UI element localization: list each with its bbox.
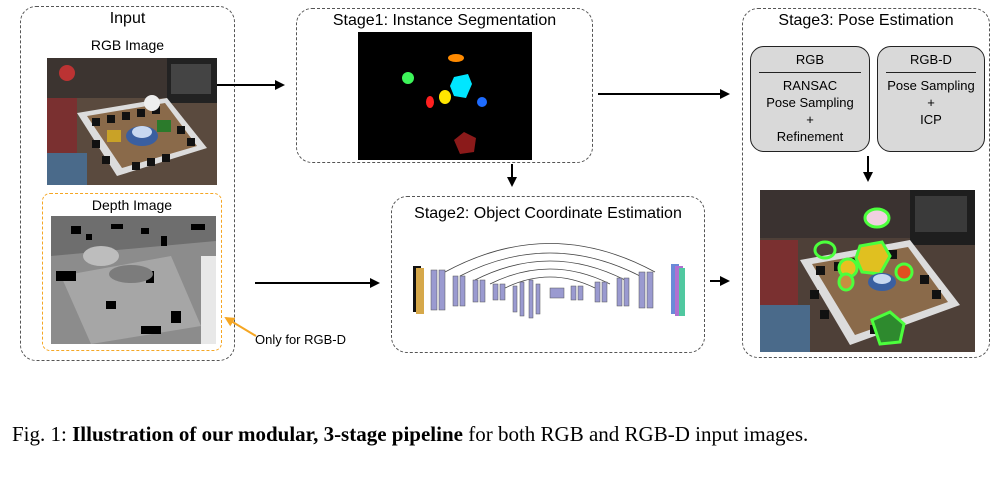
stage1-panel bbox=[296, 8, 593, 163]
rgb-pose-line-3: + bbox=[806, 112, 814, 127]
rgbd-pose-box: RGB-D Pose Sampling + ICP bbox=[877, 46, 985, 152]
segmentation-mask bbox=[358, 32, 532, 160]
figure-caption: Fig. 1: Illustration of our modular, 3-s… bbox=[12, 420, 987, 448]
arrow-note-to-depth bbox=[224, 316, 257, 337]
stage1-title: Stage1: Instance Segmentation bbox=[332, 12, 557, 29]
mask-darkred bbox=[454, 132, 476, 154]
rgb-pose-box: RGB RANSAC Pose Sampling + Refinement bbox=[750, 46, 870, 152]
depth-panel bbox=[42, 193, 222, 351]
rgbd-pose-line-2: + bbox=[927, 95, 935, 110]
rgb-image-label: RGB Image bbox=[90, 37, 165, 53]
stage2-panel bbox=[391, 196, 705, 353]
rgb-image bbox=[47, 58, 217, 185]
only-rgbd-note: Only for RGB-D bbox=[255, 332, 347, 347]
rgb-pose-line-1: RANSAC bbox=[782, 78, 838, 93]
input-panel bbox=[20, 6, 235, 361]
rgb-pose-line-2: Pose Sampling bbox=[766, 95, 854, 110]
rgbd-pose-line-1: Pose Sampling bbox=[887, 78, 975, 93]
unet-diagram bbox=[413, 243, 685, 319]
rgb-pose-header: RGB bbox=[759, 51, 861, 73]
mask-blue bbox=[477, 97, 487, 107]
caption-rest: for both RGB and RGB-D input images. bbox=[462, 422, 809, 446]
depth-image bbox=[51, 216, 216, 344]
stage2-title: Stage2: Object Coordinate Estimation bbox=[414, 205, 682, 222]
caption-prefix: Fig. 1: bbox=[12, 422, 73, 446]
mask-yellow bbox=[439, 90, 451, 104]
stage3-title: Stage3: Pose Estimation bbox=[778, 12, 954, 29]
rgb-pose-line-4: Refinement bbox=[776, 129, 844, 144]
input-title: Input bbox=[109, 10, 146, 27]
rgbd-pose-header: RGB-D bbox=[886, 51, 976, 73]
mask-cyan bbox=[450, 74, 472, 98]
depth-image-label: Depth Image bbox=[91, 197, 173, 213]
stage3-panel bbox=[742, 8, 990, 358]
rgbd-pose-line-3: ICP bbox=[920, 112, 942, 127]
mask-red bbox=[426, 96, 434, 108]
pose-result-image bbox=[760, 190, 975, 352]
mask-green bbox=[402, 72, 414, 84]
mask-orange bbox=[448, 54, 464, 62]
caption-bold: Illustration of our modular, 3-stage pip… bbox=[72, 422, 463, 446]
